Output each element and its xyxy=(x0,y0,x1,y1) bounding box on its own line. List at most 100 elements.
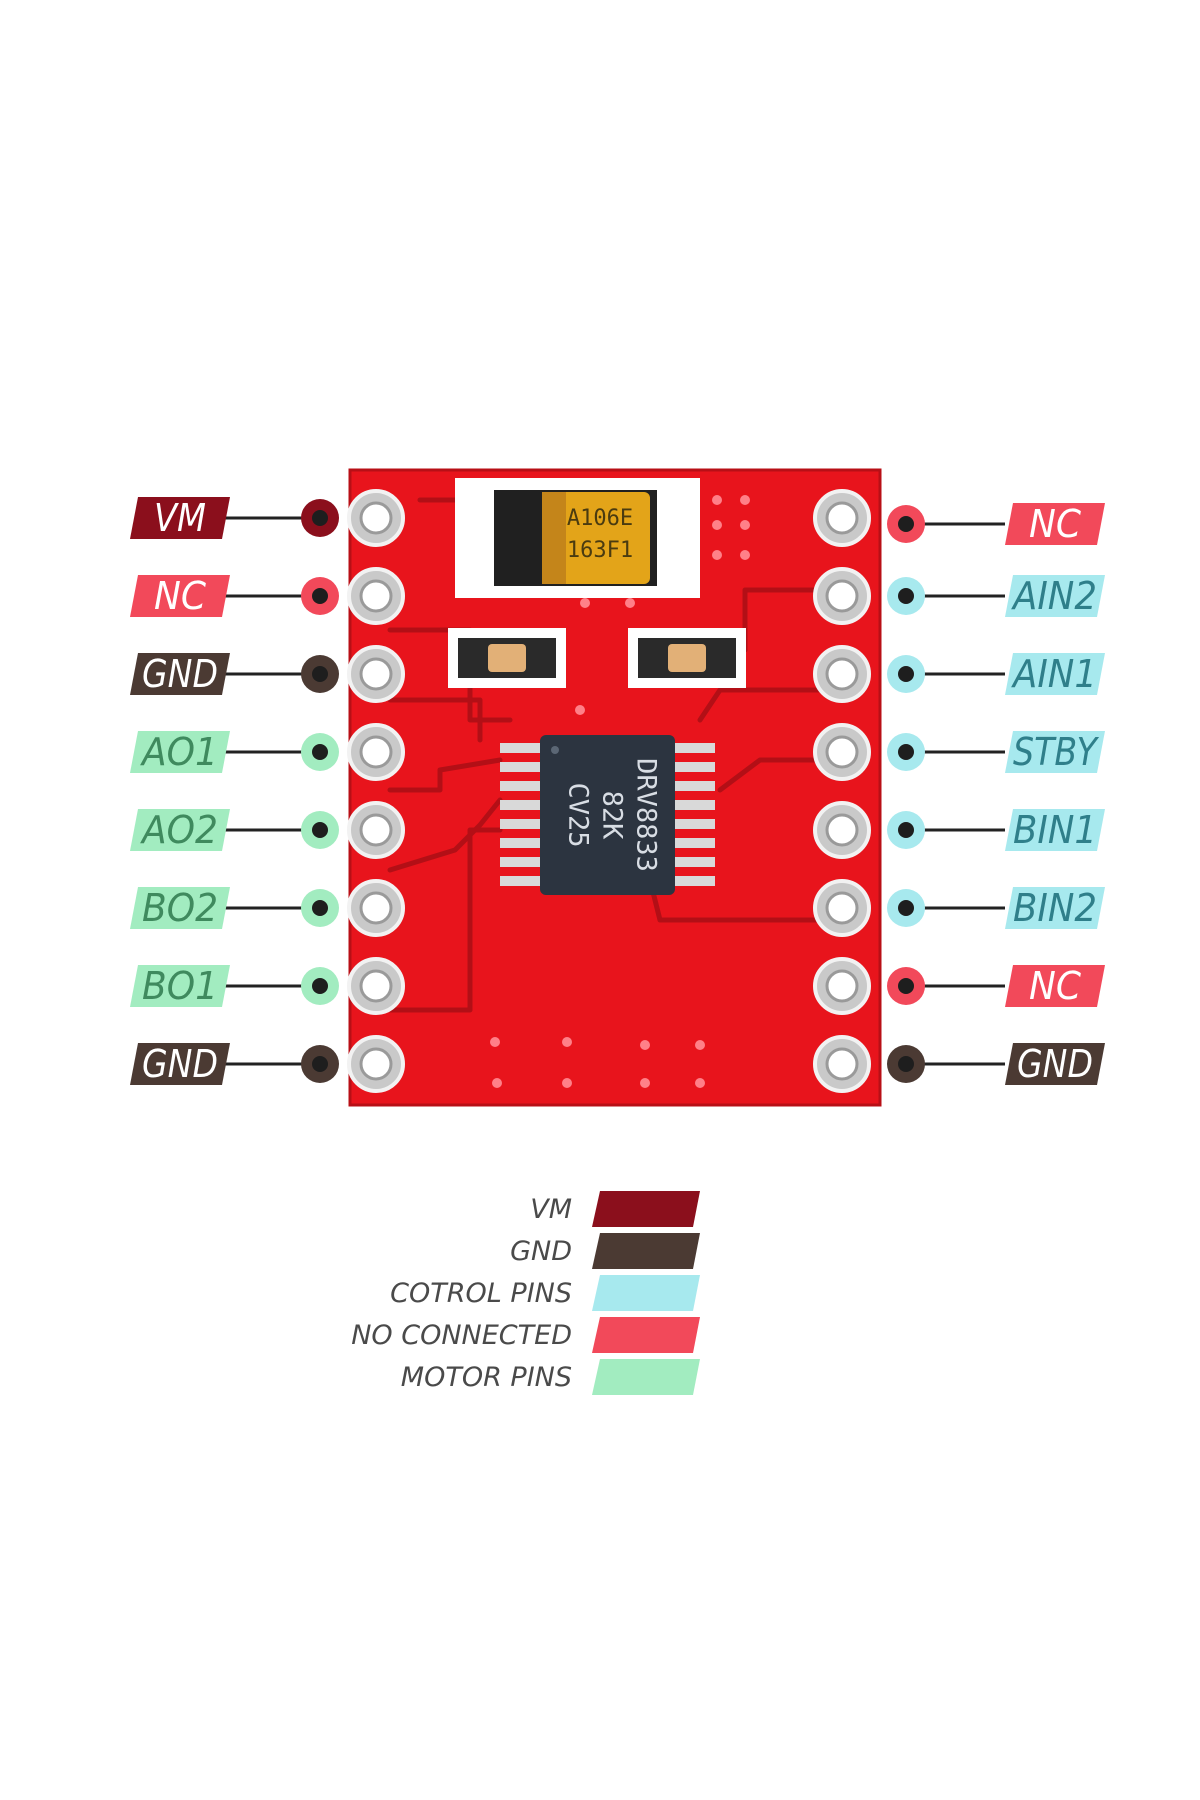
pin-label-text: GND xyxy=(142,1042,218,1086)
pin-dot xyxy=(312,666,328,682)
pin-hole xyxy=(359,657,393,691)
pin-label-nc: NC xyxy=(887,964,1105,1008)
chip-leg xyxy=(675,800,715,810)
legend-label: GND xyxy=(510,1236,572,1267)
pin-label-bin1: BIN1 xyxy=(887,808,1105,852)
legend-label: NO CONNECTED xyxy=(351,1320,572,1351)
pin-dot xyxy=(312,1056,328,1072)
legend-swatch xyxy=(592,1191,700,1227)
pin-label-tag xyxy=(130,965,230,1007)
pin-label-tag xyxy=(1005,503,1105,545)
board-trace xyxy=(387,757,503,793)
capacitor-marking: 163F1 xyxy=(567,538,633,563)
pin-dot xyxy=(898,516,914,532)
pin-hole xyxy=(359,813,393,847)
legend-swatch xyxy=(592,1317,700,1353)
board-trace xyxy=(387,697,483,743)
pin-label-gnd: GND xyxy=(887,1042,1105,1086)
pin-label-ao2: AO2 xyxy=(130,808,339,852)
pin-hole xyxy=(825,1047,859,1081)
pin-label-tag xyxy=(1005,887,1105,929)
capacitor-marking: A106E xyxy=(567,506,633,531)
chip-leg xyxy=(675,781,715,791)
chip-leg xyxy=(500,762,540,772)
legend-label: VM xyxy=(530,1194,572,1225)
via xyxy=(490,1037,500,1047)
pin-label-text: GND xyxy=(142,652,218,696)
pin-label-tag xyxy=(130,497,230,539)
pin-hole xyxy=(825,813,859,847)
via xyxy=(712,520,722,530)
pin-hole xyxy=(359,501,393,535)
pin-label-text: NC xyxy=(1029,964,1081,1008)
pin-dot xyxy=(312,978,328,994)
legend-item-control: COTROL PINS xyxy=(390,1275,700,1311)
pin-label-vm: VM xyxy=(130,496,339,540)
legend-item-vm: VM xyxy=(530,1191,700,1227)
legend-item-nc: NO CONNECTED xyxy=(351,1317,700,1353)
pin-hole xyxy=(825,891,859,925)
pin-label-text: AO1 xyxy=(139,730,218,774)
pin-dot xyxy=(898,822,914,838)
legend-swatch xyxy=(592,1233,700,1269)
pin-dot xyxy=(898,666,914,682)
via xyxy=(625,598,635,608)
via xyxy=(640,1078,650,1088)
resistor-body xyxy=(488,644,526,672)
pin-label-ain2: AIN2 xyxy=(887,574,1105,618)
chip-leg xyxy=(500,781,540,791)
chip-leg xyxy=(675,876,715,886)
chip-marking-line: CV25 xyxy=(563,782,594,847)
pin-hole xyxy=(359,969,393,1003)
pin-hole xyxy=(825,501,859,535)
pin-label-tag xyxy=(1005,653,1105,695)
via xyxy=(740,495,750,505)
pin-dot xyxy=(312,822,328,838)
pin-dot xyxy=(312,510,328,526)
pin-dot xyxy=(898,1056,914,1072)
pin-hole xyxy=(825,969,859,1003)
board-trace xyxy=(697,687,833,723)
resistor-body xyxy=(668,644,706,672)
pin-label-tag xyxy=(130,809,230,851)
chip-leg xyxy=(500,743,540,753)
pin-hole xyxy=(825,579,859,613)
pin-label-bo2: BO2 xyxy=(130,886,339,930)
capacitor-body xyxy=(542,492,650,584)
legend-swatch xyxy=(592,1275,700,1311)
pin-dot xyxy=(898,900,914,916)
legend-label: COTROL PINS xyxy=(390,1278,572,1309)
pin-label-text: NC xyxy=(154,574,206,618)
pin-dot xyxy=(312,588,328,604)
pin-label-text: AIN2 xyxy=(1010,574,1097,618)
via xyxy=(740,550,750,560)
pin-label-bin2: BIN2 xyxy=(887,886,1105,930)
via xyxy=(712,495,722,505)
pin-dot xyxy=(898,978,914,994)
pin-label-text: AO2 xyxy=(139,808,218,852)
pin-label-tag xyxy=(130,575,230,617)
pin-label-text: BO2 xyxy=(142,886,218,930)
via xyxy=(695,1040,705,1050)
chip-leg xyxy=(675,762,715,772)
pin-hole xyxy=(359,735,393,769)
legend-item-gnd: GND xyxy=(510,1233,700,1269)
board-trace xyxy=(717,757,833,793)
via xyxy=(575,705,585,715)
chip-leg xyxy=(500,838,540,848)
pin-label-tag xyxy=(1005,1043,1105,1085)
pin-hole xyxy=(359,579,393,613)
via xyxy=(640,1040,650,1050)
driver-chip xyxy=(540,735,675,895)
pin-hole xyxy=(359,1047,393,1081)
chip-leg xyxy=(675,838,715,848)
chip-marking-line: 82K xyxy=(597,791,628,841)
pin-label-text: AIN1 xyxy=(1010,652,1097,696)
pin-label-gnd: GND xyxy=(130,1042,339,1086)
pin-label-text: BIN2 xyxy=(1013,886,1097,930)
pin-label-tag xyxy=(1005,731,1105,773)
